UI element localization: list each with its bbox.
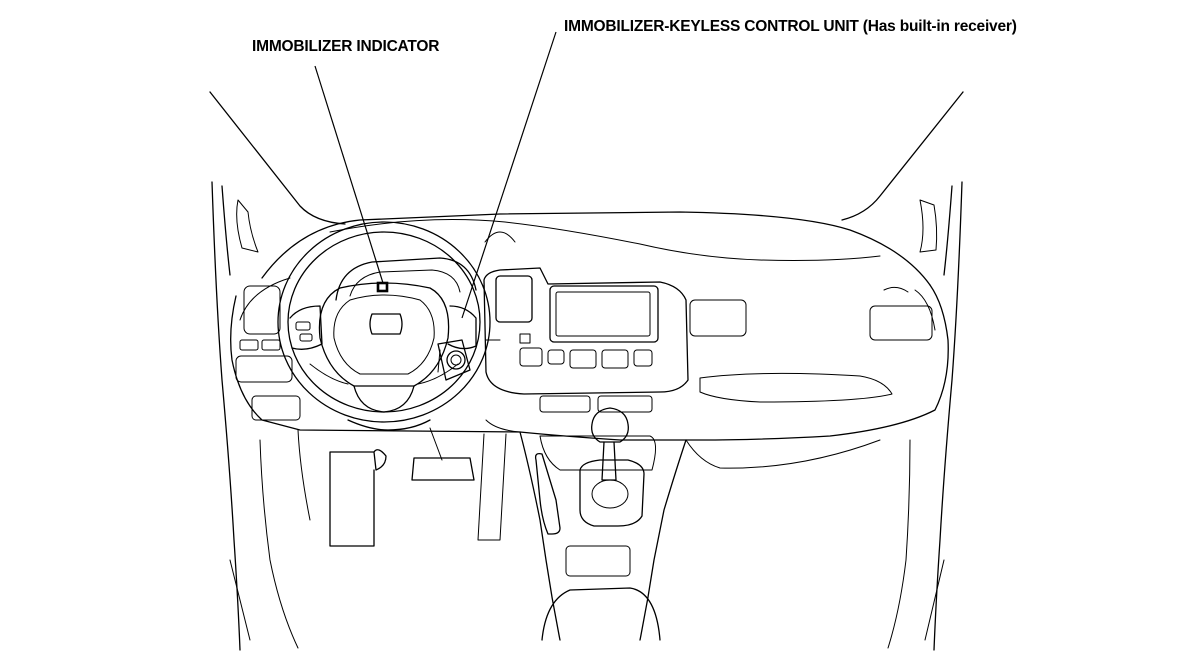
immobilizer-indicator-lamp <box>376 281 389 293</box>
dashboard-body <box>230 277 949 441</box>
leader-lines <box>314 31 557 319</box>
dashboard-top <box>261 211 931 286</box>
pedals <box>329 433 507 547</box>
instrument-cluster <box>335 257 477 301</box>
left-door <box>211 181 299 651</box>
right-door <box>887 181 963 651</box>
steering-column <box>347 419 443 461</box>
floor-lines <box>297 419 881 521</box>
left-vents <box>235 285 301 421</box>
immobilizer-indicator-label: IMMOBILIZER INDICATOR <box>252 38 440 55</box>
indicator-leader-line <box>314 65 384 284</box>
center-console <box>519 395 687 641</box>
immobilizer-keyless-control-unit <box>437 339 471 381</box>
center-stack <box>483 267 689 395</box>
a-pillars <box>209 91 964 225</box>
control-unit-leader-line <box>461 31 557 319</box>
right-vents <box>689 286 933 403</box>
steering-wheel <box>277 221 491 423</box>
immobilizer-keyless-control-unit-label: IMMOBILIZER-KEYLESS CONTROL UNIT (Has bu… <box>564 18 1017 35</box>
